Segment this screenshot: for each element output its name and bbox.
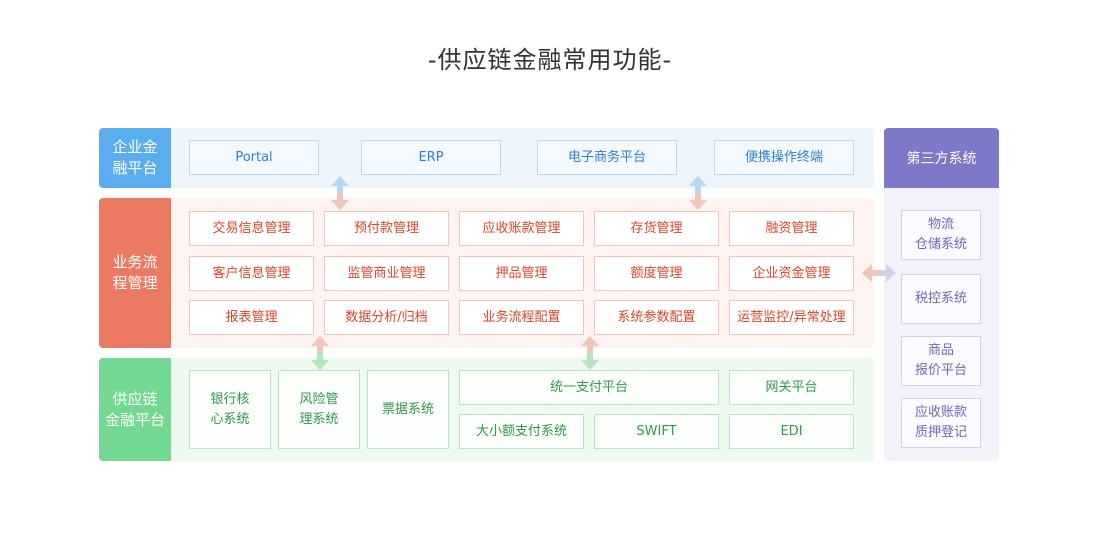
double-arrow-icon	[862, 264, 896, 282]
business-item: 存货管理	[594, 211, 719, 246]
enterprise-item-ecommerce: 电子商务平台	[537, 140, 677, 175]
supply-chain-platform-panel: 银行核 心系统 风险管 理系统 票据系统 统一支付平台 网关平台 大小额支付系统…	[171, 358, 874, 461]
supply-item-unified-payment: 统一支付平台	[459, 370, 719, 405]
double-arrow-icon	[331, 176, 349, 210]
third-party-header: 第三方系统	[884, 128, 999, 188]
third-party-item-price-platform: 商品 报价平台	[901, 336, 981, 386]
double-arrow-icon	[689, 176, 707, 210]
business-item: 融资管理	[729, 211, 854, 246]
supply-item-swift: SWIFT	[594, 414, 719, 449]
supply-item-edi: EDI	[729, 414, 854, 449]
supply-item-risk-management: 风险管 理系统	[278, 370, 360, 449]
page-title: -供应链金融常用功能-	[427, 46, 673, 74]
business-process-panel: 交易信息管理 预付款管理 应收账款管理 存货管理 融资管理 客户信息管理 监管商…	[171, 198, 874, 348]
supply-item-gateway: 网关平台	[729, 370, 854, 405]
enterprise-item-mobile-terminal: 便携操作终端	[714, 140, 854, 175]
business-item: 监管商业管理	[324, 256, 449, 291]
enterprise-item-erp: ERP	[361, 140, 501, 175]
business-item: 运营监控/异常处理	[729, 300, 854, 335]
enterprise-platform-panel: Portal ERP 电子商务平台 便携操作终端	[171, 128, 874, 188]
enterprise-item-portal: Portal	[189, 140, 319, 175]
business-item: 数据分析/归档	[324, 300, 449, 335]
business-item: 押品管理	[459, 256, 584, 291]
business-item: 报表管理	[189, 300, 314, 335]
double-arrow-icon	[581, 336, 599, 370]
business-item: 应收账款管理	[459, 211, 584, 246]
supply-chain-platform-label: 供应链 金融平台	[99, 358, 171, 461]
business-item: 交易信息管理	[189, 211, 314, 246]
enterprise-platform-label: 企业金 融平台	[99, 128, 171, 188]
business-process-label: 业务流 程管理	[99, 198, 171, 348]
third-party-item-tax-control: 税控系统	[901, 274, 981, 324]
supply-item-payment-system: 大小额支付系统	[459, 414, 584, 449]
third-party-item-logistics: 物流 仓储系统	[901, 210, 981, 260]
business-item: 预付款管理	[324, 211, 449, 246]
supply-item-bank-core: 银行核 心系统	[189, 370, 271, 449]
business-item: 系统参数配置	[594, 300, 719, 335]
double-arrow-icon	[311, 336, 329, 370]
business-item: 客户信息管理	[189, 256, 314, 291]
third-party-item-receivables-registry: 应收账款 质押登记	[901, 398, 981, 448]
business-item: 企业资金管理	[729, 256, 854, 291]
business-item: 额度管理	[594, 256, 719, 291]
business-item: 业务流程配置	[459, 300, 584, 335]
supply-item-bill-system: 票据系统	[367, 370, 449, 449]
